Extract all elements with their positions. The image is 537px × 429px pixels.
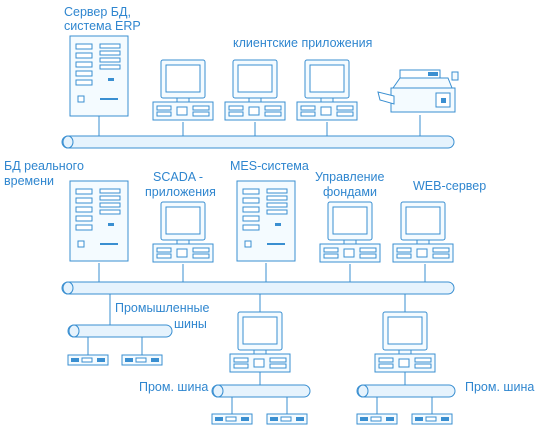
label-fieldbus-right: Пром. шина: [465, 380, 534, 394]
label-scada-2: приложения: [145, 185, 216, 199]
client-workstation-icon: [224, 59, 286, 121]
client-workstation-icon: [296, 59, 358, 121]
middle-bus: [61, 281, 455, 295]
printer-icon: [377, 69, 459, 113]
mes-server-icon: [236, 180, 296, 262]
fieldbus-right: [356, 384, 456, 398]
field-device-icon: [411, 413, 453, 425]
industrial-bus-left: [67, 324, 173, 338]
top-bus: [61, 135, 455, 149]
top-connectors: [98, 113, 421, 136]
label-fieldbus-left: Пром. шина: [139, 380, 208, 394]
label-industrial-buses-2: шины: [174, 317, 207, 331]
realtime-db-server-icon: [69, 180, 129, 262]
label-funds-2: фондами: [323, 185, 377, 199]
scada-workstation-icon: [152, 201, 214, 263]
funds-workstation-icon: [319, 201, 381, 263]
middle-connectors: [98, 263, 426, 325]
field-device-icon: [121, 354, 163, 366]
label-realtime-db-2: времени: [4, 174, 54, 188]
label-funds-1: Управление: [315, 170, 385, 184]
label-erp-server-1: Сервер БД,: [64, 5, 131, 19]
label-industrial-buses-1: Промышленные: [115, 301, 210, 315]
label-client-apps: клиентские приложения: [233, 36, 372, 50]
field-workstation-icon: [229, 311, 291, 373]
erp-server-icon: [69, 35, 129, 117]
fieldbus-middle: [211, 384, 311, 398]
field-device-icon: [356, 413, 398, 425]
label-realtime-db-1: БД реального: [4, 159, 84, 173]
client-workstation-icon: [152, 59, 214, 121]
field-device-icon: [211, 413, 253, 425]
label-erp-server-2: система ERP: [64, 19, 141, 33]
field-workstation-icon: [374, 311, 436, 373]
field-device-icon: [67, 354, 109, 366]
web-server-workstation-icon: [392, 201, 454, 263]
field-device-icon: [266, 413, 308, 425]
label-scada-1: SCADA -: [153, 170, 203, 184]
label-web-server: WEB-сервер: [413, 179, 486, 193]
label-mes: MES-система: [230, 159, 309, 173]
